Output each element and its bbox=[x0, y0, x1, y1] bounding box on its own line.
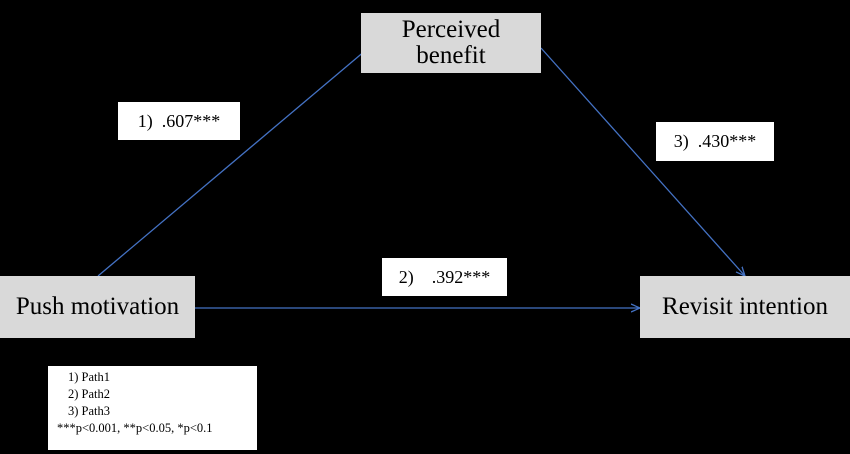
path1-coefficient-text: 1) .607*** bbox=[137, 110, 221, 131]
path2-coefficient-text: 2) .392*** bbox=[398, 266, 491, 287]
path3-coefficient-label: 3) .430*** bbox=[656, 122, 774, 161]
path1-arrow bbox=[97, 45, 372, 277]
node-push-motivation: Push motivation bbox=[0, 276, 195, 338]
legend-item-path1: 1) Path1 bbox=[68, 370, 111, 384]
legend-significance-note: ***p<0.001, **p<0.05, *p<0.1 bbox=[57, 421, 213, 435]
node-perceived-benefit-line2: benefit bbox=[416, 42, 486, 69]
legend-item-path3: 3) Path3 bbox=[68, 404, 111, 418]
path3-coefficient-text: 3) .430*** bbox=[673, 131, 757, 151]
path1-coefficient-label: 1) .607*** bbox=[118, 102, 240, 140]
node-perceived-benefit-line1: Perceived bbox=[401, 15, 501, 43]
legend-box: 1) Path1 2) Path2 3) Path3 ***p<0.001, *… bbox=[48, 366, 257, 450]
path2-coefficient-label: 2) .392*** bbox=[382, 258, 507, 296]
node-push-motivation-label: Push motivation bbox=[15, 292, 180, 320]
node-revisit-intention-label: Revisit intention bbox=[662, 292, 828, 320]
node-revisit-intention: Revisit intention bbox=[640, 276, 850, 338]
path3-arrow bbox=[540, 47, 745, 276]
legend-item-path2: 2) Path2 bbox=[68, 387, 111, 401]
node-perceived-benefit: Perceived benefit bbox=[361, 13, 541, 73]
